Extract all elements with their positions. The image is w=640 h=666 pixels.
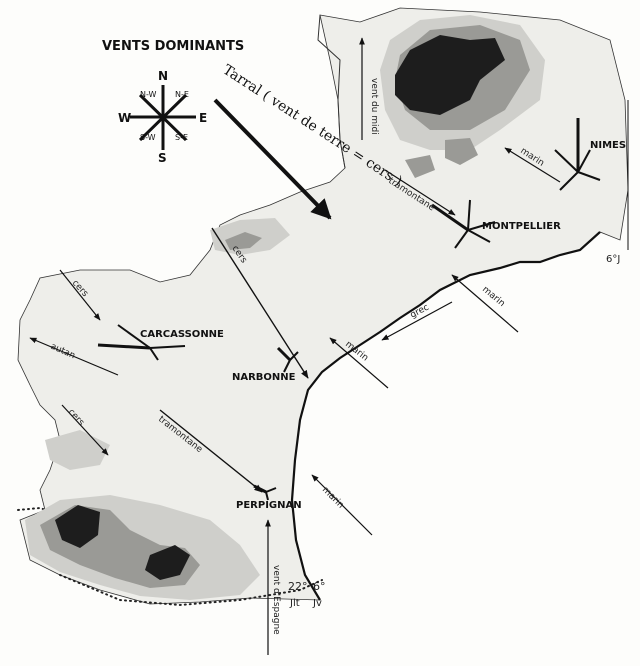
cers-upper-arrow: [211, 227, 309, 379]
city-carcassonne: CARCASSONNE: [140, 329, 224, 340]
marker-jv: Jv: [312, 598, 322, 609]
marin-mid-label: marin: [480, 285, 506, 309]
map-title: VENTS DOMINANTS: [102, 39, 244, 54]
relief-pyrenees-dark-west: [55, 505, 100, 548]
perpignan-wind-rose: [253, 484, 277, 501]
city-nimes: NIMES: [590, 140, 626, 151]
relief-hills-north: [405, 138, 478, 178]
vent-du-midi-label: vent du midi: [369, 78, 379, 135]
compass-w: W: [118, 111, 131, 125]
compass-e: E: [199, 111, 207, 125]
nimes-wind-rose: [554, 118, 601, 191]
marker-22: 22°: [288, 580, 308, 593]
tramontane-north-arrow: [384, 169, 456, 216]
montpellier-wind-rose: [431, 199, 496, 249]
inland-boundary: [317, 14, 346, 169]
grec-arrow: [381, 301, 453, 341]
coastline: [290, 231, 601, 601]
autan-arrow: [29, 337, 119, 376]
marin-south-arrow: [311, 474, 373, 536]
tramontane-south-arrow: [159, 409, 263, 493]
carcassonne-wind-rose: [97, 324, 186, 361]
compass-n: N: [158, 69, 168, 83]
relief-montagne-noire-mid: [225, 232, 262, 250]
compass-ne: N-E: [175, 90, 189, 99]
marin-nimes-arrow: [504, 147, 561, 183]
marker-6j: 6°J: [606, 254, 620, 265]
compass-rose: N N-E E S-E S S-W W N-W: [118, 69, 207, 165]
city-perpignan: PERPIGNAN: [236, 500, 302, 511]
cers-south-arrow: [61, 404, 109, 456]
tarral-arrow: [213, 98, 332, 220]
city-montpellier: MONTPELLIER: [482, 221, 561, 232]
compass-nw: N-W: [140, 90, 157, 99]
compass-sw: S-W: [140, 133, 156, 142]
marin-narbonne-arrow: [329, 337, 389, 389]
marin-south-label: marin: [320, 485, 346, 511]
marin-mid-arrow: [451, 274, 519, 333]
city-narbonne: NARBONNE: [232, 372, 296, 383]
narbonne-wind-rose: [276, 346, 299, 373]
marker-6: 6°: [313, 580, 326, 593]
relief-pyrenees-dark-east: [145, 545, 190, 580]
vent-espagne-label: vent d'Espagne: [271, 565, 281, 635]
frontier-line-south: [59, 574, 323, 607]
marker-jlt: Jlt: [289, 598, 300, 609]
relief-cevennes-dark: [395, 35, 505, 115]
compass-s: S: [158, 151, 167, 165]
cers-west-arrow: [59, 269, 101, 321]
compass-se: S-E: [175, 133, 188, 142]
